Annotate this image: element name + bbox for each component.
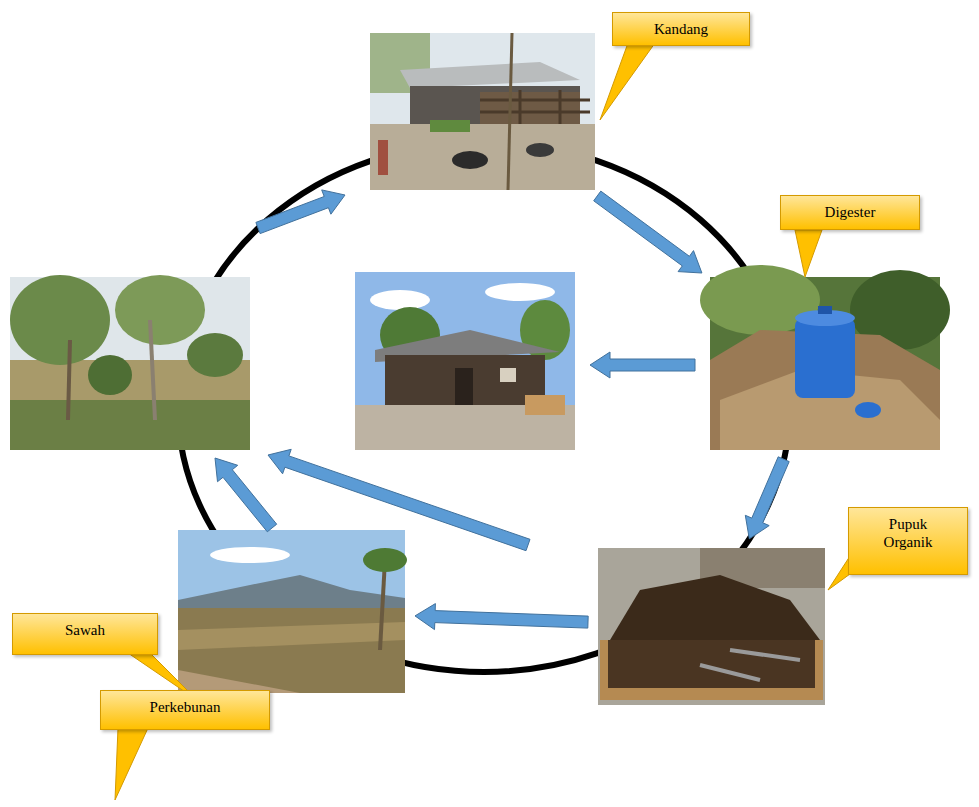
house-photo: [355, 272, 575, 450]
photo-node: SawahPerkebunan: [178, 530, 405, 693]
ricefield-photo: [178, 530, 407, 693]
photo-node: Digester: [710, 277, 940, 450]
flow-arrow: [215, 458, 277, 532]
callout-label: Pupuk Organik: [848, 507, 968, 575]
flow-connector: [415, 604, 588, 630]
compost-photo: [598, 548, 825, 705]
callout-label: Sawah: [12, 613, 158, 655]
flow-arrow: [590, 352, 695, 378]
flow-connector: [594, 191, 702, 273]
callout-label: Perkebunan: [100, 690, 270, 730]
digester-photo: [700, 265, 950, 450]
flow-arrow: [256, 190, 345, 234]
barn-photo: [370, 33, 595, 190]
callout-label: Digester: [780, 195, 920, 230]
callout-pointers: [115, 43, 850, 800]
flow-arrow: [268, 449, 530, 550]
flow-connector: [745, 457, 789, 539]
photo-node: Pupuk Organik: [598, 548, 825, 705]
callout-label: Kandang: [612, 12, 750, 46]
photo-node: Kandang: [370, 33, 595, 190]
plantation-photo: [10, 275, 250, 450]
